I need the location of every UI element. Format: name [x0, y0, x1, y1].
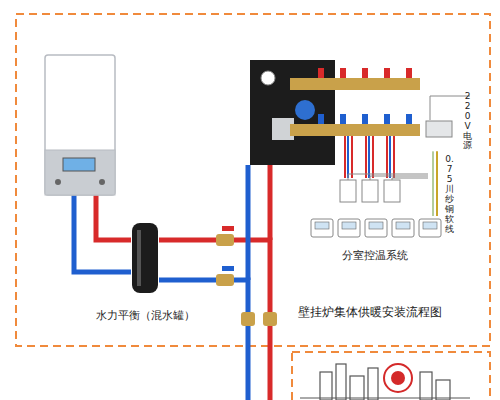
- pipes-part: [268, 165, 273, 240]
- actuators-part: [362, 180, 378, 202]
- pipes-part: [74, 195, 131, 272]
- actuators-part: [384, 180, 400, 202]
- city-cartoon-part: [368, 368, 378, 400]
- control-box: [425, 120, 453, 138]
- actuators-part: [340, 180, 356, 202]
- manifold-panel-part: [384, 68, 390, 78]
- mixing-tank: 水力平衡（混水罐）: [80, 222, 210, 323]
- city-cartoon-part: [300, 398, 470, 399]
- mixing-tank-symbol: [131, 222, 159, 294]
- manifold-panel-part: [290, 78, 420, 90]
- valves-part: [216, 274, 234, 286]
- wire-connector: [433, 151, 437, 216]
- room-thermostats: [305, 216, 445, 242]
- wire-line: [436, 151, 438, 216]
- dashed-frame: [16, 14, 490, 400]
- thermostat-body: [338, 219, 360, 237]
- wall-boiler-part: [45, 150, 115, 195]
- city-cartoon-part: [320, 372, 332, 400]
- pipes-part: [96, 195, 131, 240]
- dashed-frame-part: [16, 14, 490, 346]
- valves-part: [222, 226, 234, 231]
- tank-highlight: [137, 230, 141, 286]
- control-wires-part: [430, 96, 470, 120]
- manifold-panel-part: [406, 68, 412, 78]
- control-wires-part: [392, 178, 428, 180]
- manifold-panel-part: [318, 114, 324, 124]
- tank-body: [132, 223, 158, 293]
- manifold-panel-part: [348, 136, 390, 178]
- manifold-panel-part: [340, 114, 346, 124]
- wall-boiler: [45, 55, 115, 195]
- thermostat-screen: [396, 222, 410, 229]
- city-cartoon: [300, 364, 470, 400]
- manifold-panel-part: [340, 68, 346, 78]
- city-cartoon-part: [384, 364, 412, 392]
- thermostat-group: 分室控温系统: [305, 216, 445, 263]
- city-cartoon-part: [436, 380, 450, 400]
- manifold-panel-part: [261, 71, 275, 85]
- wall-boiler-part: [99, 179, 105, 185]
- valves-part: [222, 266, 234, 271]
- thermostat-screen: [423, 222, 437, 229]
- manifold-panel-part: [345, 136, 394, 178]
- city-cartoon-part: [420, 372, 432, 400]
- wire-label: 0.75川纱铜软线: [445, 155, 454, 234]
- manifold-panel: [250, 60, 420, 178]
- city-cartoon-part: [336, 364, 346, 400]
- city-cartoon-part: [350, 376, 364, 400]
- manifold-panel-part: [295, 100, 315, 120]
- pipes-part: [159, 280, 248, 400]
- manifold-panel-part: [362, 68, 368, 78]
- valves-part: [263, 312, 277, 326]
- manifold-panel-part: [384, 114, 390, 124]
- valves-part: [216, 234, 234, 246]
- thermostat-screen: [315, 222, 329, 229]
- thermostat-body: [365, 219, 387, 237]
- control-box-body: [426, 121, 452, 137]
- thermostat-label: 分室控温系统: [305, 248, 445, 263]
- power-box: 220V电源: [425, 92, 475, 151]
- thermostat-body: [311, 219, 333, 237]
- wire-line: [433, 151, 434, 216]
- manifold-panel-part: [250, 60, 335, 165]
- tank-label: 水力平衡（混水罐）: [80, 308, 210, 323]
- control-wires-part: [348, 174, 428, 180]
- power-label: 220V电源: [463, 92, 472, 151]
- manifold-panel-part: [318, 68, 324, 78]
- valves-part: [241, 312, 255, 326]
- wall-boiler-part: [55, 179, 61, 185]
- thermostat-screen: [342, 222, 356, 229]
- dashed-frame-part: [292, 352, 490, 400]
- actuators: [340, 180, 400, 202]
- pipes-part: [246, 165, 251, 280]
- diagram-title: 壁挂炉集体供暖安装流程图: [298, 304, 442, 321]
- thermostat-screen: [369, 222, 383, 229]
- control-wires-part: [370, 176, 428, 180]
- thermostat-body: [392, 219, 414, 237]
- thermostat-body: [419, 219, 441, 237]
- wall-boiler-part: [63, 158, 95, 171]
- city-cartoon-part: [391, 371, 405, 385]
- manifold-panel-part: [406, 114, 412, 124]
- wall-boiler-part: [45, 55, 115, 195]
- valves: [216, 226, 277, 326]
- pipes: [74, 165, 270, 400]
- manifold-panel-part: [362, 114, 368, 124]
- manifold-panel-part: [290, 124, 420, 136]
